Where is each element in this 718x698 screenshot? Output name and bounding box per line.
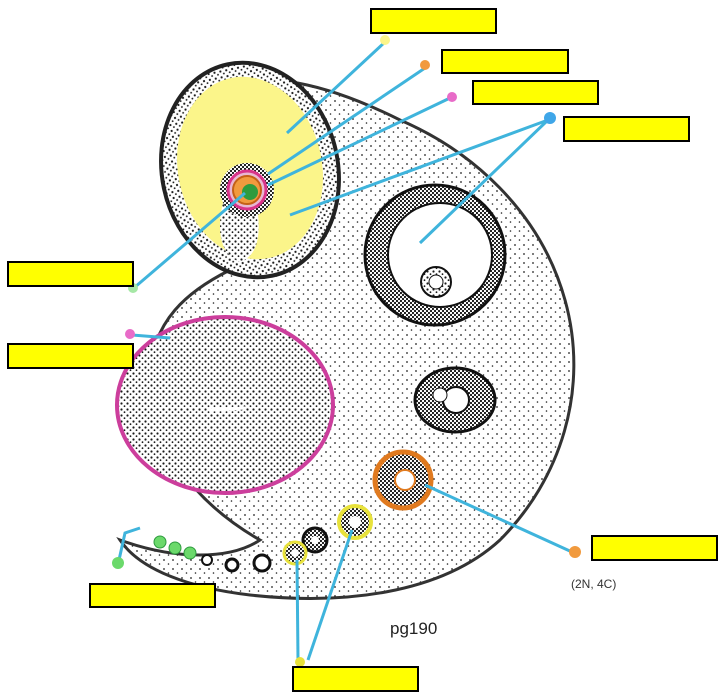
primordial-follicle bbox=[254, 555, 270, 571]
marker-dot bbox=[420, 60, 430, 70]
marker-dot bbox=[569, 546, 581, 558]
marker-dot bbox=[112, 557, 124, 569]
marker-dot bbox=[380, 35, 390, 45]
label-box-7[interactable] bbox=[591, 535, 718, 561]
oocyte-nucleus bbox=[242, 184, 258, 200]
label-box-9[interactable] bbox=[292, 666, 419, 692]
ploidy-note: (2N, 4C) bbox=[571, 577, 616, 591]
label-box-5[interactable] bbox=[7, 261, 134, 287]
label-box-3[interactable] bbox=[472, 80, 599, 105]
corpus-luteum bbox=[117, 317, 333, 493]
marker-dot bbox=[544, 112, 556, 124]
label-box-8[interactable] bbox=[89, 583, 216, 608]
label-box-6[interactable] bbox=[7, 343, 134, 369]
primordial-follicle bbox=[202, 555, 212, 565]
label-box-2[interactable] bbox=[441, 49, 569, 74]
label-box-1[interactable] bbox=[370, 8, 497, 34]
primordial-follicle bbox=[226, 559, 238, 571]
marker-dot bbox=[125, 329, 135, 339]
label-box-4[interactable] bbox=[563, 116, 690, 142]
marker-dot bbox=[447, 92, 457, 102]
page-label: pg190 bbox=[390, 619, 437, 639]
